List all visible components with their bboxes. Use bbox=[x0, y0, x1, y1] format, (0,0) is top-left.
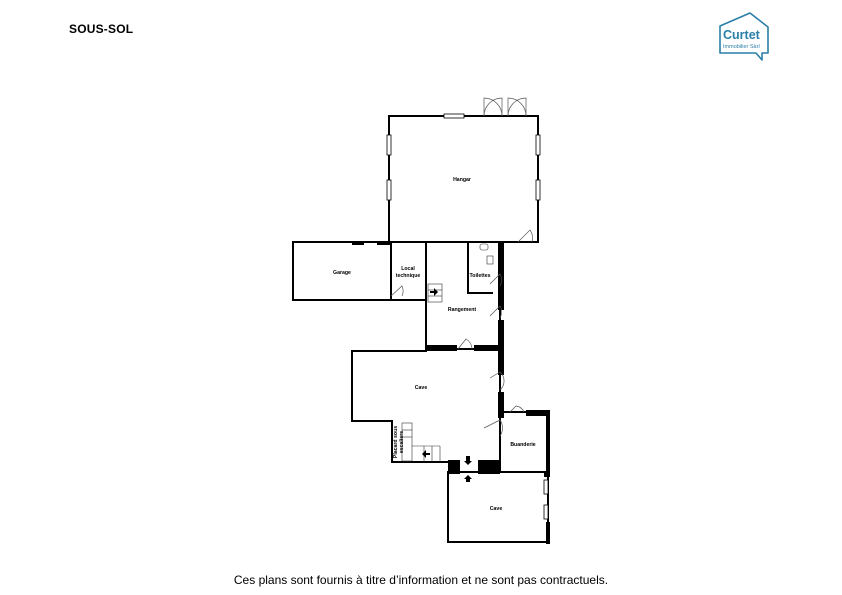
house-outline-icon bbox=[719, 12, 769, 61]
room-label-toilettes: Toilettes bbox=[470, 273, 491, 279]
room-label-buanderie: Buanderie bbox=[510, 442, 535, 448]
room-label-local-technique-1: Local bbox=[401, 266, 415, 272]
room-label-local-technique-2: technique bbox=[396, 273, 421, 279]
rangement-walls bbox=[425, 241, 501, 350]
toilet-fixtures bbox=[479, 243, 494, 265]
room-label-cave-main: Cave bbox=[415, 385, 428, 391]
room-label-garage: Garage bbox=[333, 270, 351, 276]
logo-subtitle: Immobilier Sàrl bbox=[723, 44, 760, 50]
company-logo: Curtet Immobilier Sàrl bbox=[716, 10, 776, 62]
cave-inner-walls bbox=[391, 420, 449, 463]
logo-name: Curtet bbox=[723, 28, 760, 42]
toilettes-walls bbox=[467, 241, 493, 294]
room-label-cave-lower: Cave bbox=[490, 506, 503, 512]
room-label-hangar: Hangar bbox=[453, 177, 471, 183]
disclaimer-text: Ces plans sont fournis à titre d’informa… bbox=[233, 573, 609, 587]
room-labels: Hangar Garage Local technique Toilettes … bbox=[333, 177, 536, 512]
thick-walls bbox=[352, 241, 550, 544]
room-label-placard-1: Placard sous bbox=[393, 426, 399, 458]
garage-walls bbox=[292, 241, 392, 301]
room-label-placard-2: escaliers bbox=[399, 431, 405, 453]
cave-main-walls bbox=[351, 350, 427, 422]
walls bbox=[292, 115, 549, 543]
room-label-rangement: Rangement bbox=[448, 307, 477, 313]
windows bbox=[386, 113, 549, 520]
floor-title: SOUS-SOL bbox=[69, 22, 134, 36]
stairs bbox=[401, 283, 443, 462]
stair-arrows bbox=[422, 288, 472, 482]
doors bbox=[390, 97, 533, 437]
